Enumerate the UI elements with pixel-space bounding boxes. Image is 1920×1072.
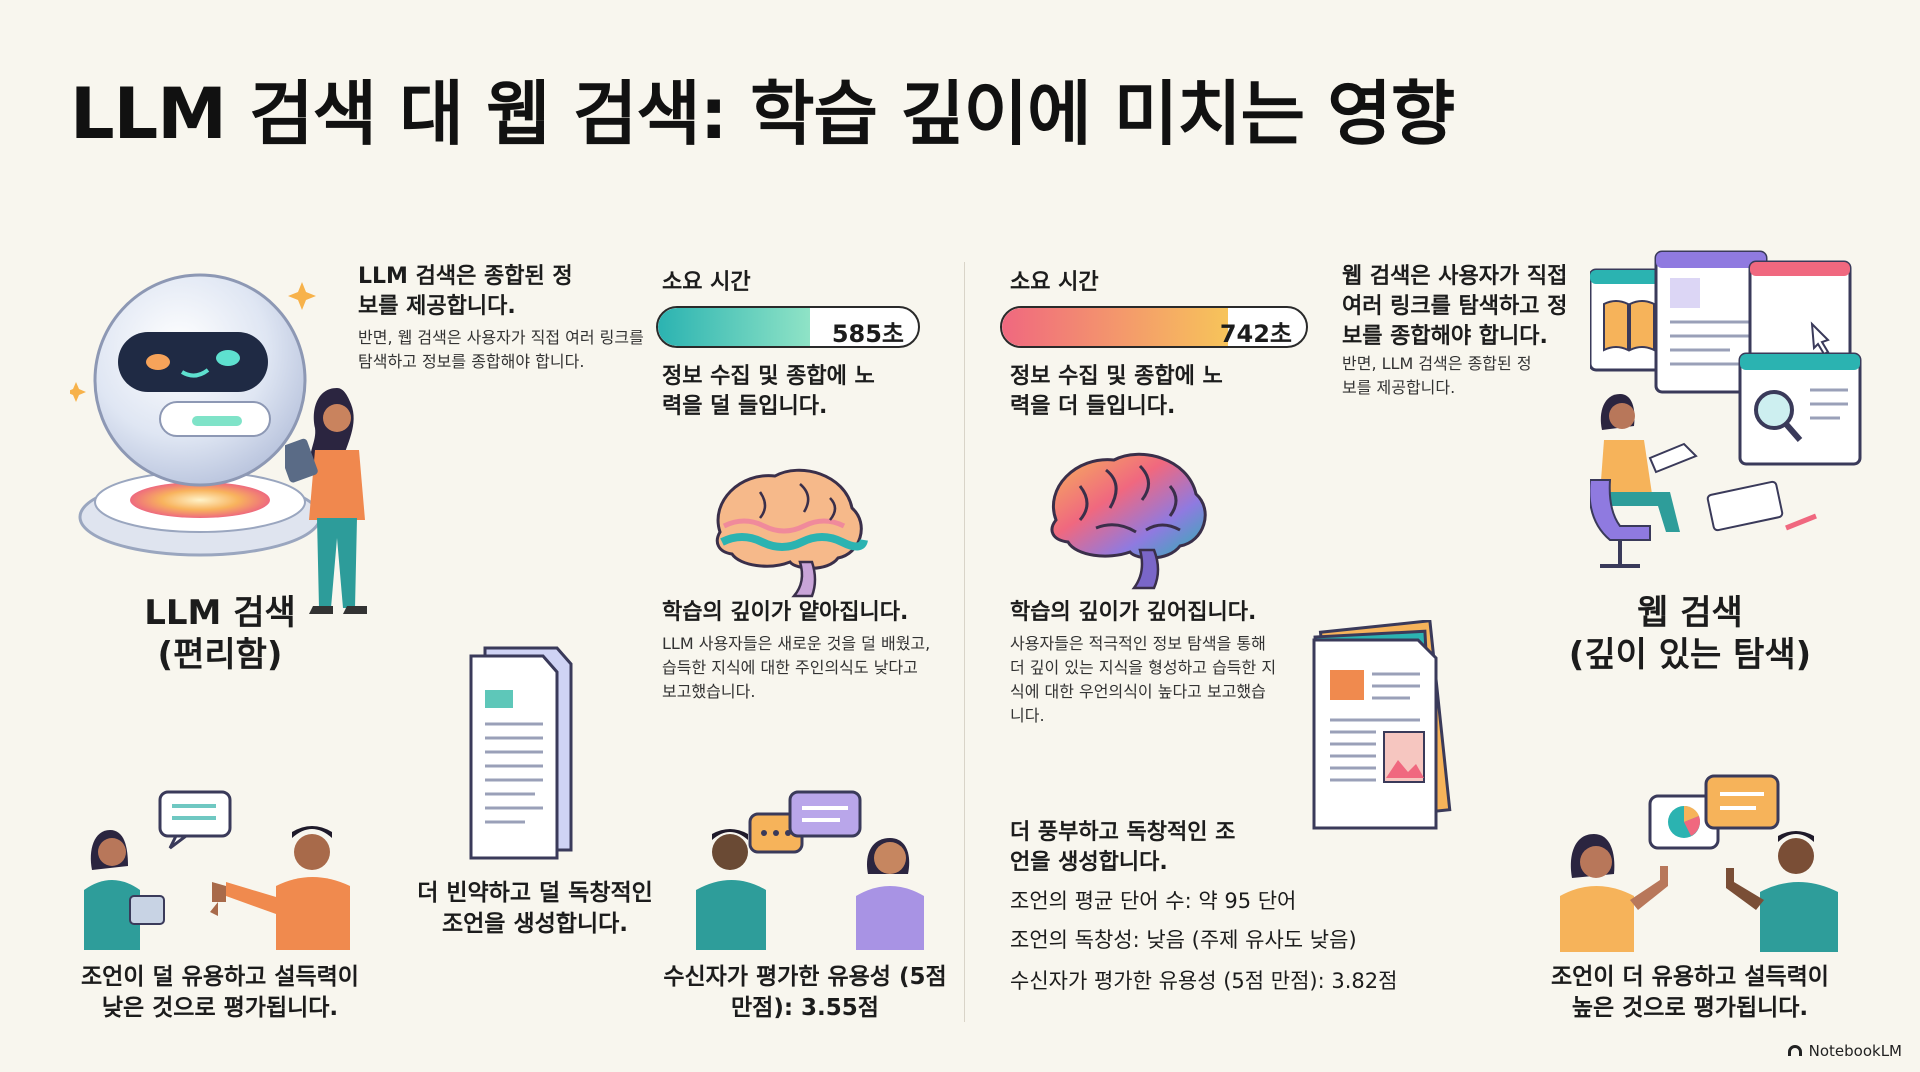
notebooklm-logo-icon	[1787, 1045, 1802, 1056]
llm-time-bar-fill	[658, 308, 811, 346]
web-time-bar-fill	[1002, 308, 1228, 346]
browser-window-icon	[1590, 244, 1870, 574]
web-time-bar: 742초	[1000, 306, 1308, 348]
llm-time-bar: 585초	[656, 306, 920, 348]
llm-advice-text: 더 빈약하고 덜 독창적인 조언을 생성합니다.	[417, 880, 653, 937]
brain-icon	[1036, 446, 1216, 596]
web-label: 웹 검색 (깊이 있는 탐색)	[1540, 592, 1840, 676]
thumbs-down-icon	[80, 790, 370, 950]
web-label-line2: (깊이 있는 탐색)	[1568, 635, 1812, 675]
brain-icon	[700, 462, 870, 602]
center-divider	[964, 262, 965, 1022]
document-icon	[1300, 620, 1470, 830]
llm-intro-title: LLM 검색은 종합된 정보를 제공합니다.	[358, 264, 573, 319]
llm-intro-text: 반면, 웹 검색은 사용자가 직접 여러 링크를 탐색하고 정보를 종합해야 합…	[358, 328, 644, 371]
robot-icon	[70, 262, 330, 562]
llm-eval-text: 조언이 덜 유용하고 설득력이 낮은 것으로 평가됩니다.	[81, 964, 359, 1021]
llm-time-label: 소요 시간	[662, 270, 751, 295]
web-time-label: 소요 시간	[1010, 270, 1099, 295]
page-title: LLM 검색 대 웹 검색: 학습 깊이에 미치는 영향	[70, 73, 1455, 155]
web-intro-title: 웹 검색은 사용자가 직접 여러 링크를 탐색하고 정보를 종합해야 합니다.	[1342, 264, 1568, 349]
llm-depth-title: 학습의 깊이가 얕아집니다.	[662, 600, 909, 625]
user-with-tablet-icon	[285, 380, 395, 620]
thumbs-up-icon	[1550, 772, 1850, 952]
web-stat-words: 조언의 평균 단어 수: 약 95 단어	[1010, 889, 1297, 913]
llm-label: LLM 검색 (편리함)	[110, 592, 330, 676]
web-stat-originality: 조언의 독창성: 낮음 (주제 유사도 낮음)	[1010, 928, 1357, 952]
llm-time-caption: 정보 수집 및 종합에 노력을 덜 들입니다.	[662, 364, 875, 419]
web-stat-rating: 수신자가 평가한 유용성 (5점 만점): 3.82점	[1010, 969, 1398, 993]
llm-depth-text: LLM 사용자들은 새로운 것을 덜 배웠고, 습득한 지식에 대한 주인의식도…	[662, 634, 931, 701]
web-eval-text: 조언이 더 유용하고 설득력이 높은 것으로 평가됩니다.	[1551, 964, 1829, 1021]
web-depth-title: 학습의 깊이가 깊어집니다.	[1010, 600, 1257, 625]
llm-label-line2: (편리함)	[157, 635, 283, 675]
web-intro-text: 반면, LLM 검색은 종합된 정보를 제공합니다.	[1342, 354, 1532, 397]
watermark: NotebookLM	[1787, 1042, 1902, 1060]
web-advice-title: 더 풍부하고 독창적인 조언을 생성합니다.	[1010, 820, 1236, 875]
llm-label-line1: LLM 검색	[144, 593, 296, 633]
speech-bubble-icon	[690, 790, 940, 950]
watermark-text: NotebookLM	[1808, 1042, 1902, 1060]
llm-rating-text: 수신자가 평가한 유용성 (5점 만점): 3.55점	[663, 964, 947, 1021]
web-depth-text: 사용자들은 적극적인 정보 탐색을 통해 더 깊이 있는 지식을 형성하고 습득…	[1010, 634, 1277, 725]
web-time-value: 742초	[1219, 320, 1292, 348]
web-time-caption: 정보 수집 및 종합에 노력을 더 들입니다.	[1010, 364, 1223, 419]
document-icon	[455, 640, 585, 870]
web-label-line1: 웹 검색	[1637, 593, 1743, 633]
llm-time-value: 585초	[831, 320, 904, 348]
